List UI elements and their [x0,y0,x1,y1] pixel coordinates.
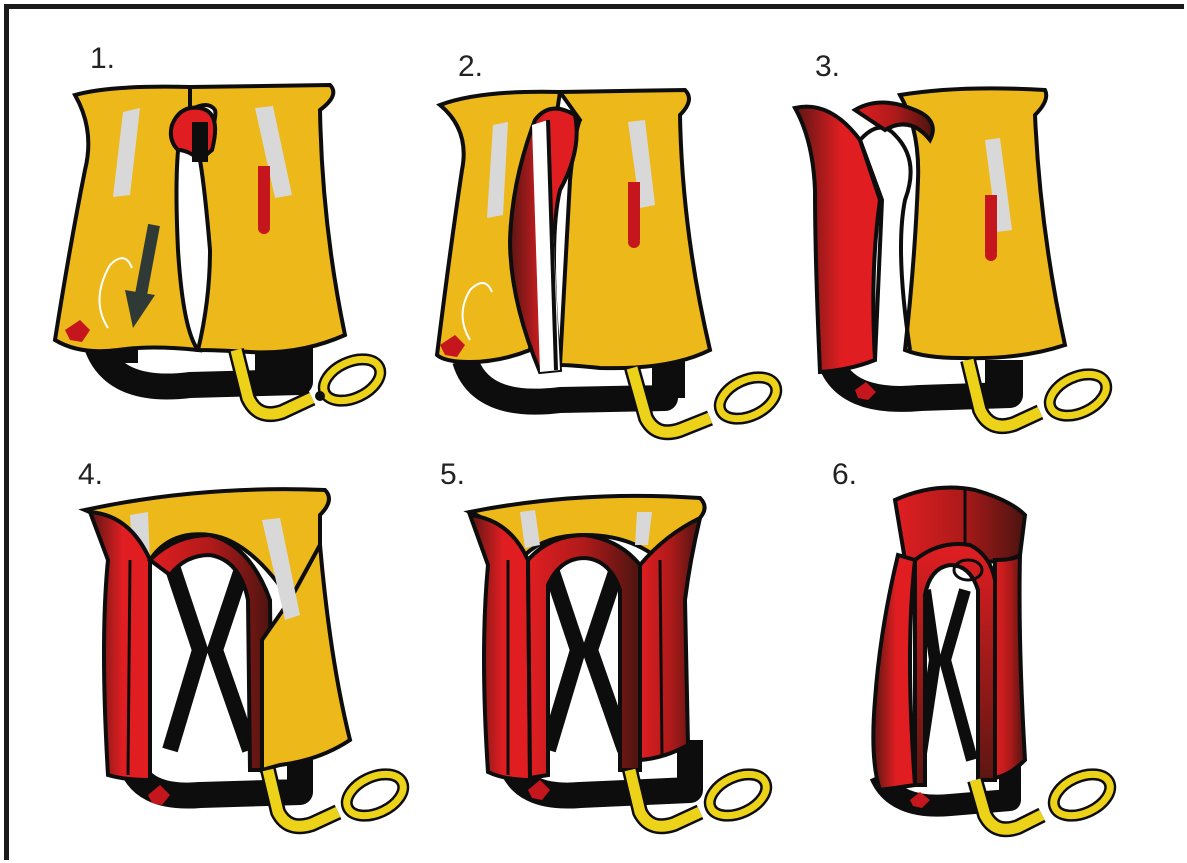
vest-step-2 [437,90,783,432]
vest-step-3 [795,88,1113,426]
vest-step-6 [873,488,1116,830]
vest-step-4 [85,489,410,826]
vest-step-1 [55,85,387,414]
vest-step-5 [470,496,773,826]
